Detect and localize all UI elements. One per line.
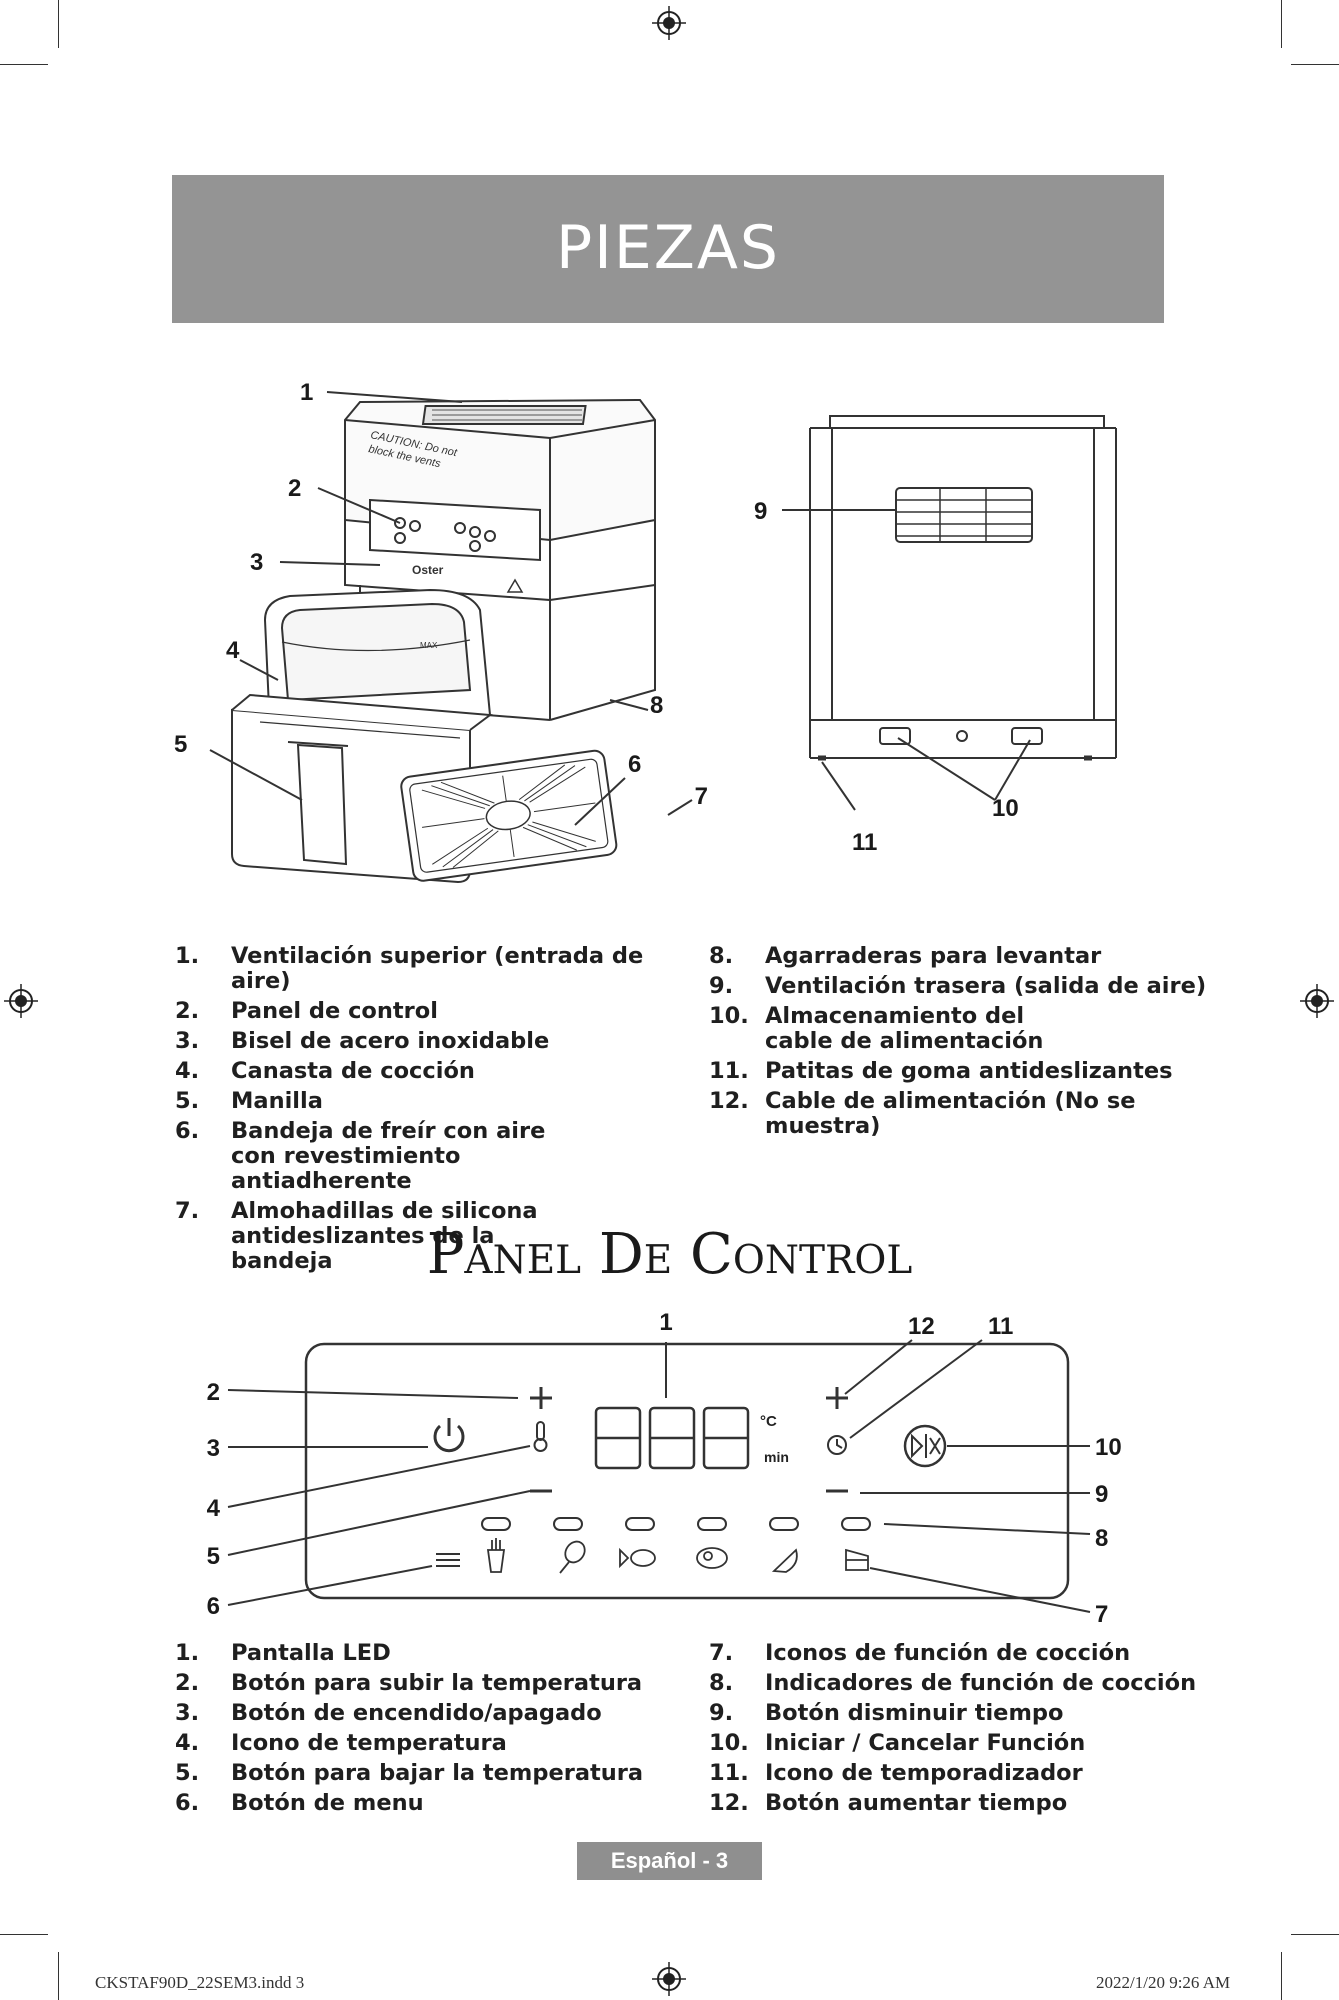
callout-label: 5: [207, 1543, 220, 1570]
crop-mark: [1291, 64, 1339, 65]
air-fryer-rear-diagram: 9 10 11: [754, 415, 1120, 856]
crop-mark: [0, 1934, 48, 1935]
callout-label: 4: [226, 637, 240, 664]
list-item: 12.Botón aumentar tiempo: [709, 1790, 1068, 1816]
list-item: 1.Pantalla LED: [175, 1640, 391, 1666]
cake-icon: [845, 1548, 869, 1571]
pizza-icon: [771, 1548, 798, 1573]
list-item: 8.Agarraderas para levantar: [709, 943, 1102, 969]
page-title: PIEZAS: [555, 213, 781, 283]
list-item: 7.Iconos de función de cocción: [709, 1640, 1131, 1666]
date-slug: 2022/1/20 9:26 AM: [1096, 1973, 1231, 1992]
menu-icon: [436, 1553, 460, 1567]
callout-label: 9: [754, 498, 767, 525]
fish-icon: [619, 1547, 656, 1569]
fries-icon: [486, 1538, 506, 1573]
drumstick-icon: [559, 1540, 586, 1574]
list-item: 10.Iniciar / Cancelar Función: [709, 1730, 1086, 1756]
time-up-icon: [826, 1387, 848, 1409]
crop-mark: [0, 64, 48, 65]
callout-label: 8: [1095, 1525, 1108, 1552]
start-cancel-icon: [903, 1424, 947, 1468]
air-fryer-front-diagram: CAUTION: Do not block the vents Oster MA…: [174, 379, 708, 884]
callout-label: 6: [207, 1593, 220, 1620]
list-item: 6.Botón de menu: [175, 1790, 424, 1816]
registration-mark-icon: [652, 1962, 686, 1996]
callout-label: 1: [300, 379, 313, 406]
list-item: 5.Manilla: [175, 1088, 323, 1114]
list-item: 8.Indicadores de función de cocción: [709, 1670, 1197, 1696]
power-icon: [433, 1418, 465, 1453]
section-title: Panel De Control: [426, 1222, 913, 1287]
callout-label: 11: [988, 1313, 1013, 1340]
parts-list-left: 1.Ventilación superior (entrada de aire)…: [175, 944, 675, 1279]
unit-minutes: min: [764, 1449, 789, 1465]
callout-label: 9: [1095, 1481, 1108, 1508]
thermometer-icon: [533, 1421, 548, 1452]
callout-label: 10: [992, 795, 1019, 822]
steak-icon: [696, 1547, 728, 1569]
list-item: 11.Icono de temporadizador: [709, 1760, 1083, 1786]
max-mark: MAX: [420, 641, 438, 650]
control-list-right: 7.Iconos de función de cocción 8.Indicad…: [709, 1641, 1229, 1821]
callout-label: 11: [852, 829, 877, 856]
crop-mark: [58, 0, 59, 48]
list-item: 4.Canasta de cocción: [175, 1058, 475, 1084]
control-list-left: 1.Pantalla LED 2.Botón para subir la tem…: [175, 1641, 675, 1821]
callout-label: 3: [207, 1435, 220, 1462]
callout-label: 8: [650, 692, 663, 719]
page-number-badge: Español - 3: [577, 1842, 762, 1880]
crop-mark: [1281, 0, 1282, 48]
temp-up-icon: [530, 1387, 552, 1409]
callout-label: 7: [695, 783, 708, 810]
file-slug: CKSTAF90D_22SEM3.indd 3: [95, 1973, 305, 1992]
crop-mark: [58, 1952, 59, 2000]
registration-mark-icon: [652, 6, 686, 40]
registration-mark-icon: [1300, 984, 1334, 1018]
callout-label: 3: [250, 549, 263, 576]
callout-label: 5: [174, 731, 187, 758]
crop-mark: [1281, 1952, 1282, 2000]
callout-label: 7: [1095, 1601, 1108, 1628]
brand-logo: Oster: [412, 563, 444, 577]
callout-label: 10: [1095, 1434, 1122, 1461]
list-item: 1.Ventilación superior (entrada de aire): [175, 943, 644, 994]
list-item: 9.Ventilación trasera (salida de aire): [709, 973, 1207, 999]
callout-label: 4: [207, 1495, 221, 1522]
list-item: 9.Botón disminuir tiempo: [709, 1700, 1064, 1726]
callout-label: 6: [628, 751, 641, 778]
callout-label: 1: [659, 1309, 672, 1336]
list-item: 11.Patitas de goma antideslizantes: [709, 1058, 1173, 1084]
timer-icon: [827, 1435, 847, 1455]
list-item: 6.Bandeja de freír con aire con revestim…: [175, 1118, 546, 1194]
list-item: 7.Almohadillas de silicona antideslizant…: [175, 1198, 538, 1274]
control-panel-diagram: °C min 1 2 3 4 5 6 7 8 9 10 11 12: [207, 1309, 1122, 1628]
list-item: 4.Icono de temperatura: [175, 1730, 507, 1756]
list-item: 2.Botón para subir la temperatura: [175, 1670, 643, 1696]
unit-celsius: °C: [760, 1413, 777, 1430]
parts-list-right: 8.Agarraderas para levantar 9.Ventilació…: [709, 944, 1229, 1144]
list-item: 2.Panel de control: [175, 998, 438, 1024]
crop-mark: [1291, 1934, 1339, 1935]
callout-label: 2: [288, 475, 301, 502]
list-item: 3.Botón de encendido/apagado: [175, 1700, 602, 1726]
list-item: 5.Botón para bajar la temperatura: [175, 1760, 644, 1786]
list-item: 3.Bisel de acero inoxidable: [175, 1028, 550, 1054]
list-item: 12.Cable de alimentación (No se muestra): [709, 1088, 1136, 1139]
section-banner: PIEZAS: [172, 175, 1164, 323]
registration-mark-icon: [4, 984, 38, 1018]
list-item: 10.Almacenamiento del cable de alimentac…: [709, 1003, 1044, 1054]
callout-label: 2: [207, 1379, 220, 1406]
callout-label: 12: [908, 1313, 935, 1340]
